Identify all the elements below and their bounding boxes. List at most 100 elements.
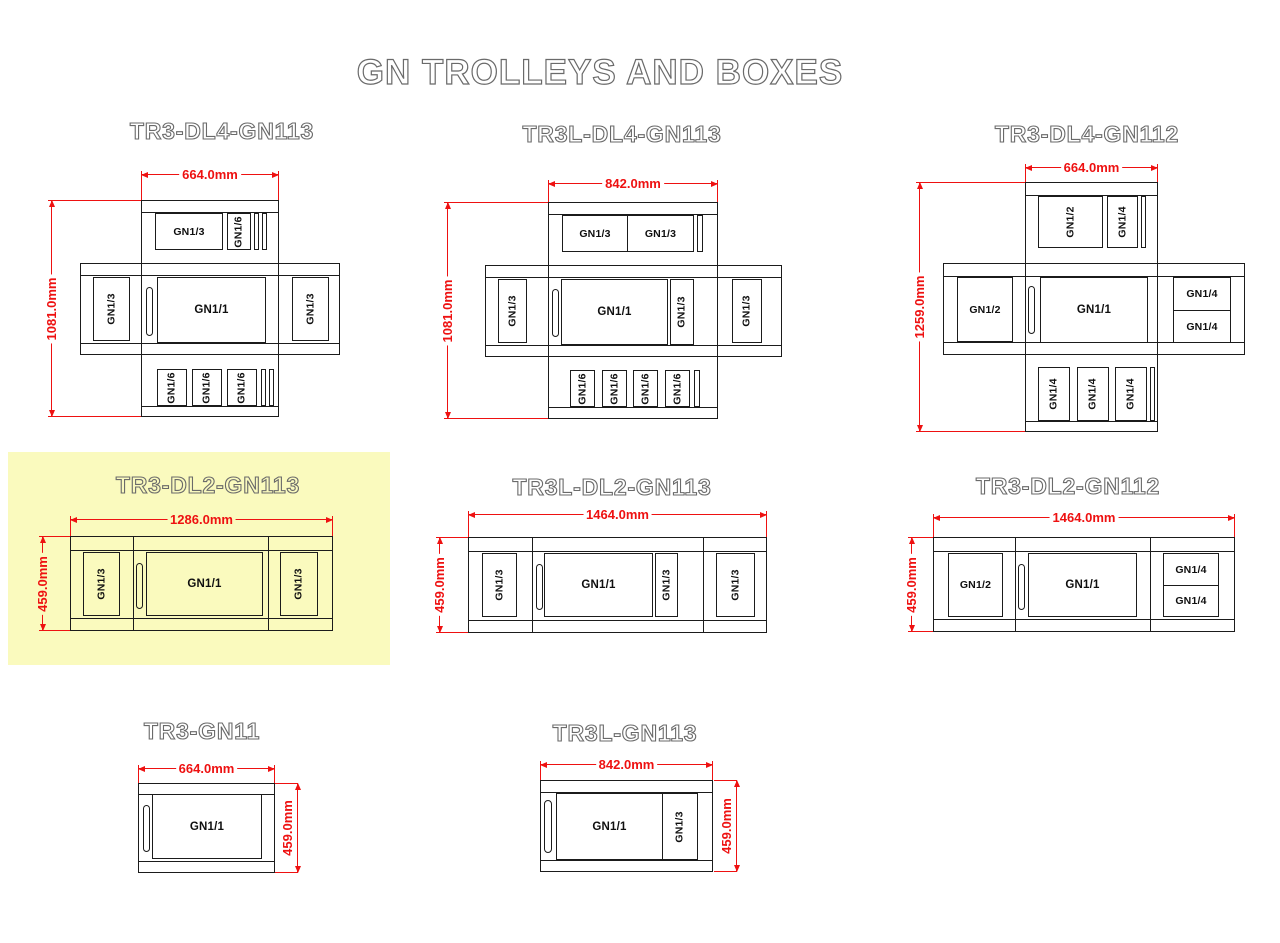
extension-line xyxy=(278,171,279,200)
width-dimension: 1286.0mm xyxy=(70,513,333,527)
dim-arrow-down-icon xyxy=(436,626,443,633)
extension-line xyxy=(444,418,548,419)
gn-box-label: GN1/4 xyxy=(1186,320,1218,333)
extension-line xyxy=(933,514,934,537)
frame-band-line xyxy=(540,860,713,861)
width-dimension: 664.0mm xyxy=(141,168,279,182)
gn-box: GN1/6 xyxy=(227,369,257,406)
dim-arrow-right-icon xyxy=(326,516,333,523)
gn-box: GN1/6 xyxy=(570,370,595,407)
dimension-label: 459.0mm xyxy=(35,552,50,615)
extension-line xyxy=(916,182,1025,183)
gn-box: GN1/3 xyxy=(292,277,329,341)
dim-arrow-down-icon xyxy=(444,412,451,419)
gn-box: GN1/3 xyxy=(670,279,694,345)
gn-box: GN1/2 xyxy=(948,553,1003,617)
trolley-row-frame xyxy=(943,263,1245,355)
gn-box-label: GN1/2 xyxy=(1064,206,1077,238)
frame-band-line xyxy=(933,619,1235,620)
dimension-label: 1259.0mm xyxy=(912,272,927,342)
gn-box: GN1/1 xyxy=(152,794,262,859)
dim-arrow-down-icon xyxy=(48,410,55,417)
gn-box: GN1/3 xyxy=(482,553,517,617)
frame-band-line xyxy=(1025,421,1158,422)
height-dimension: 459.0mm xyxy=(432,537,447,633)
height-dimension: 459.0mm xyxy=(35,536,50,631)
dim-arrow-right-icon xyxy=(706,761,713,768)
dimension-label: 1081.0mm xyxy=(44,274,59,343)
extension-line xyxy=(444,202,548,203)
dimension-label: 1286.0mm xyxy=(167,513,236,527)
trolley-handle xyxy=(143,805,150,852)
extension-line xyxy=(1234,514,1235,537)
height-dimension: 1259.0mm xyxy=(912,182,927,432)
frame-band-line xyxy=(141,212,279,213)
section-divider-line xyxy=(1150,537,1151,632)
divider-slot xyxy=(1141,196,1146,248)
gn-box: GN1/3 xyxy=(155,213,223,250)
section-divider-line xyxy=(268,536,269,631)
extension-line xyxy=(39,536,70,537)
extension-line xyxy=(712,761,713,780)
trolley-handle xyxy=(136,563,143,609)
trolley-handle xyxy=(1028,286,1035,334)
height-dimension: 1081.0mm xyxy=(440,202,455,419)
diagram-title: TR3-DL2-GN112 xyxy=(975,472,1161,499)
divider-slot xyxy=(1150,367,1155,421)
width-dimension: 842.0mm xyxy=(540,758,713,772)
width-dimension: 664.0mm xyxy=(138,762,275,776)
gn-box-label: GN1/6 xyxy=(201,371,214,404)
height-dimension: 1081.0mm xyxy=(44,200,59,417)
dim-arrow-up-icon xyxy=(444,202,451,209)
gn-box-label: GN1/2 xyxy=(959,579,992,591)
dim-arrow-left-icon xyxy=(138,765,145,772)
section-divider-line xyxy=(532,537,533,633)
trolley-handle xyxy=(536,564,543,610)
diagram-title: TR3L-DL2-GN113 xyxy=(512,473,712,500)
gn-box-label: GN1/3 xyxy=(173,225,205,238)
gn-box: GN1/4 xyxy=(1163,553,1219,586)
trolley-handle xyxy=(146,287,153,336)
gn-box: GN1/4 xyxy=(1107,196,1138,248)
gn-box: GN1/4 xyxy=(1077,367,1109,421)
gn-box-label: GN1/3 xyxy=(105,293,118,325)
frame-band-line xyxy=(933,551,1235,552)
frame-band-line xyxy=(485,345,782,346)
diagram-title: TR3L-DL4-GN113 xyxy=(522,120,722,147)
gn-box: GN1/4 xyxy=(1115,367,1147,421)
gn-box: GN1/6 xyxy=(665,370,690,407)
gn-box-label: GN1/3 xyxy=(95,568,108,600)
gn-box-label: GN1/3 xyxy=(506,295,519,327)
divider-slot xyxy=(261,369,266,406)
dimension-label: 1464.0mm xyxy=(583,508,652,522)
extension-line xyxy=(916,431,1025,432)
extension-line xyxy=(275,783,298,784)
extension-line xyxy=(548,180,549,202)
gn-box: GN1/1 xyxy=(556,793,663,860)
gn-box: GN1/2 xyxy=(957,277,1013,342)
dimension-line xyxy=(736,780,737,872)
dim-arrow-right-icon xyxy=(1228,514,1235,521)
extension-line xyxy=(48,200,141,201)
extension-line xyxy=(714,780,737,781)
trolley-frame xyxy=(933,537,1235,632)
gn-box: GN1/2 xyxy=(1038,196,1103,248)
frame-band-line xyxy=(468,551,767,552)
dimension-label: 459.0mm xyxy=(719,798,734,854)
trolley-frame xyxy=(540,780,713,872)
gn-box-label: GN1/3 xyxy=(660,569,673,601)
gn-box-label: GN1/1 xyxy=(1076,304,1112,316)
gn-box-label: GN1/1 xyxy=(189,820,225,833)
dim-arrow-left-icon xyxy=(70,516,77,523)
gn-box-label: GN1/4 xyxy=(1186,288,1218,300)
extension-line xyxy=(275,872,298,873)
gn-box: GN1/1 xyxy=(544,553,653,617)
gn-box: GN1/3 xyxy=(280,552,318,616)
dim-arrow-up-icon xyxy=(294,783,301,790)
gn-box: GN1/1 xyxy=(561,279,668,345)
gn-box-label: GN1/6 xyxy=(608,372,621,405)
dim-arrow-up-icon xyxy=(436,537,443,544)
dim-arrow-down-icon xyxy=(294,866,301,873)
gn-box-label: GN1/1 xyxy=(592,820,627,833)
gn-box: GN1/3 xyxy=(716,553,755,617)
